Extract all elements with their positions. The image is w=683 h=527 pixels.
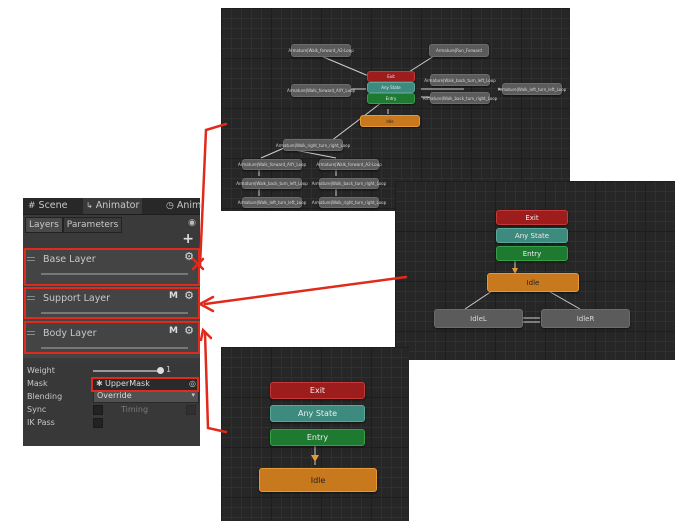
chevron-down-icon: ▾ <box>191 391 195 399</box>
any-state-node[interactable]: Any State <box>367 82 415 93</box>
sync-checkbox[interactable] <box>93 405 103 415</box>
layer-base[interactable]: Base Layer ⚙ <box>23 248 200 284</box>
highlight-support-layer <box>24 287 200 319</box>
tab-label: Anim <box>176 200 202 211</box>
exit-node[interactable]: Exit <box>270 382 365 399</box>
blending-value: Override <box>97 391 132 400</box>
entry-node[interactable]: Entry <box>367 93 415 104</box>
clock-icon: ◷ <box>166 201 174 211</box>
layer-properties: Weight 1 Mask ✱ UpperMask ◎ Blending Ove… <box>23 361 200 446</box>
tab-layers[interactable]: Layers <box>25 217 63 233</box>
state-node[interactable]: Armature|Walk_left_turn_left_Loop <box>498 83 566 95</box>
weight-value[interactable]: 1 <box>166 365 172 374</box>
object-picker-icon[interactable]: ◎ <box>189 379 196 388</box>
state-node[interactable]: Armature|Walk_back_turn_left_Loop <box>236 178 308 189</box>
state-node[interactable]: Armature|Run_Forward <box>429 44 489 57</box>
default-state-node[interactable]: Idle <box>360 115 420 127</box>
layer-weight-bar <box>41 312 188 314</box>
blending-dropdown[interactable]: Override ▾ <box>93 391 199 403</box>
entry-node[interactable]: Entry <box>496 246 568 261</box>
transition-lines <box>311 445 319 465</box>
gear-icon[interactable]: ⚙ <box>184 324 194 337</box>
state-node[interactable]: Armature|Walk_back_turn_right_Loop <box>423 92 497 104</box>
timing-label: Timing <box>121 405 149 414</box>
exit-node[interactable]: Exit <box>367 71 415 82</box>
mask-indicator: M <box>169 291 178 301</box>
drag-handle-icon[interactable] <box>27 257 35 258</box>
tab-label: Scene <box>38 200 68 211</box>
highlight-mask-field <box>91 377 199 392</box>
ik-pass-checkbox[interactable] <box>93 418 103 428</box>
weight-slider-handle[interactable] <box>157 367 164 374</box>
mask-indicator: M <box>169 326 178 336</box>
highlight-base-layer <box>24 248 200 286</box>
sync-label: Sync <box>27 405 47 414</box>
entry-node[interactable]: Entry <box>270 429 365 446</box>
layer-weight-bar <box>41 347 188 349</box>
animator-graph-support[interactable]: Exit Any State Entry Idle IdleL IdleR <box>395 181 675 360</box>
timing-checkbox[interactable] <box>186 405 196 415</box>
highlight-body-layer <box>24 321 200 354</box>
gear-icon[interactable]: ⚙ <box>184 289 194 302</box>
weight-label: Weight <box>27 366 55 375</box>
blending-label: Blending <box>27 392 63 401</box>
drag-handle-icon[interactable] <box>27 296 35 297</box>
window-tabs: # Scene ↳ Animator ◷ Anim <box>23 198 201 215</box>
state-node[interactable]: Armature|Walk_right_turn_right_Loop <box>312 197 386 208</box>
grid-icon: # <box>28 201 36 211</box>
state-node[interactable]: Armature|Walk_forward_A2-Loop <box>316 159 382 170</box>
state-node[interactable]: Armature|Walk_back_turn_left_Loop <box>424 74 496 86</box>
subtabs: Layers Parameters <box>25 217 123 233</box>
animator-graph-body[interactable]: Exit Any State Entry Idle <box>221 347 409 521</box>
state-node-left[interactable]: IdleL <box>434 309 523 328</box>
drag-handle-icon[interactable] <box>27 331 35 332</box>
layer-name: Base Layer <box>43 254 96 265</box>
state-node[interactable]: Armature|Walk_forward_AllY_Loop <box>238 159 306 170</box>
ik-pass-label: IK Pass <box>27 418 55 427</box>
transition-lines <box>464 261 581 323</box>
mask-label: Mask <box>27 379 48 388</box>
animator-icon: ↳ <box>86 201 93 210</box>
layer-name: Body Layer <box>43 328 97 339</box>
state-node[interactable]: Armature|Walk_right_turn_right_Loop <box>276 139 350 151</box>
state-node[interactable]: Armature|Walk_forward_A2-Loop <box>288 44 354 57</box>
gear-icon[interactable]: ⚙ <box>184 250 194 263</box>
state-node[interactable]: Armature|Walk_forward_AllY_Loop <box>287 84 355 97</box>
add-layer-button[interactable]: + <box>182 231 194 247</box>
tab-parameters[interactable]: Parameters <box>62 217 123 233</box>
weight-slider[interactable] <box>93 367 164 374</box>
exit-node[interactable]: Exit <box>496 210 568 225</box>
state-node[interactable]: Armature|Walk_left_turn_left_Loop <box>238 197 306 208</box>
avatar-mask-icon: ✱ <box>96 379 103 388</box>
eye-icon[interactable]: ◉ <box>188 218 196 228</box>
default-state-node[interactable]: Idle <box>259 468 377 492</box>
animator-graph-base[interactable]: Armature|Walk_forward_A2-Loop Armature|R… <box>221 8 570 211</box>
default-state-node[interactable]: Idle <box>487 273 579 292</box>
mask-value: UpperMask <box>105 379 150 388</box>
layer-name: Support Layer <box>43 293 111 304</box>
tab-animation[interactable]: ◷ Anim <box>163 198 204 214</box>
tab-animator[interactable]: ↳ Animator <box>83 198 143 214</box>
any-state-node[interactable]: Any State <box>496 228 568 243</box>
state-node-right[interactable]: IdleR <box>541 309 630 328</box>
tab-scene[interactable]: # Scene <box>25 198 71 214</box>
arrow-support-to-right-graph <box>203 275 408 306</box>
state-node[interactable]: Armature|Walk_back_turn_right_Loop <box>312 178 386 189</box>
layer-weight-bar <box>41 273 188 275</box>
any-state-node[interactable]: Any State <box>270 405 365 422</box>
tab-label: Animator <box>95 200 140 211</box>
